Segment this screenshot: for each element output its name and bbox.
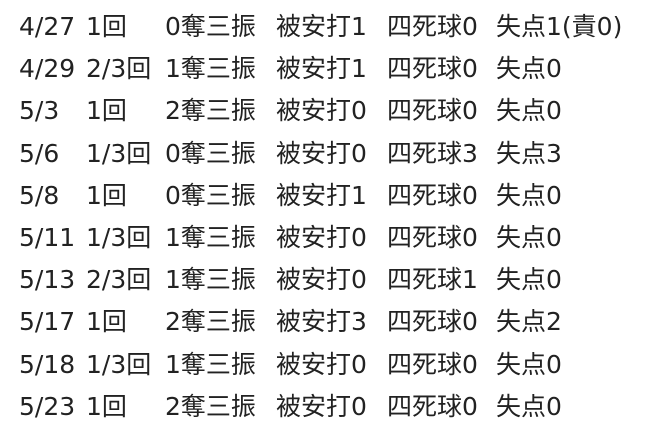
runs-allowed: 失点0 [496,222,562,252]
hits-allowed: 被安打0 [276,222,367,252]
game-date: 5/17 [19,307,76,337]
strikeouts: 1奪三振 [165,265,256,295]
hits-allowed: 被安打1 [276,12,367,41]
runs-allowed: 失点3 [496,138,562,168]
game-date: 4/29 [19,54,76,84]
innings-pitched: 1回 [86,12,127,41]
log-row: 4/29 2/3回 1奪三振 被安打1 四死球0 失点0 [0,48,650,90]
log-row: 5/18 1/3回 1奪三振 被安打0 四死球0 失点0 [0,344,650,386]
innings-pitched: 1/3回 [86,349,152,379]
walks-hbp: 四死球0 [387,96,478,126]
innings-pitched: 1/3回 [86,222,152,252]
runs-allowed: 失点0 [496,96,562,126]
game-date: 5/13 [19,265,76,295]
runs-allowed: 失点0 [496,349,562,379]
walks-hbp: 四死球0 [387,180,478,210]
hits-allowed: 被安打3 [276,307,367,337]
log-row: 5/8 1回 0奪三振 被安打1 四死球0 失点0 [0,175,650,217]
game-date: 5/8 [19,180,60,210]
game-date: 5/23 [19,391,76,421]
innings-pitched: 2/3回 [86,265,152,295]
game-date: 5/18 [19,349,76,379]
log-row: 5/23 1回 2奪三振 被安打0 四死球0 失点0 [0,386,650,428]
hits-allowed: 被安打0 [276,391,367,421]
log-row: 5/6 1/3回 0奪三振 被安打0 四死球3 失点3 [0,133,650,175]
runs-allowed: 失点0 [496,180,562,210]
strikeouts: 2奪三振 [165,96,256,126]
log-row: 4/27 1回 0奪三振 被安打1 四死球0 失点1(責0) [0,6,650,48]
game-date: 5/11 [19,222,76,252]
walks-hbp: 四死球0 [387,349,478,379]
runs-allowed: 失点0 [496,54,562,84]
innings-pitched: 1回 [86,96,127,126]
walks-hbp: 四死球0 [387,391,478,421]
walks-hbp: 四死球3 [387,138,478,168]
hits-allowed: 被安打0 [276,349,367,379]
innings-pitched: 1回 [86,307,127,337]
log-row: 5/17 1回 2奪三振 被安打3 四死球0 失点2 [0,301,650,343]
innings-pitched: 1回 [86,180,127,210]
log-row: 5/11 1/3回 1奪三振 被安打0 四死球0 失点0 [0,217,650,259]
strikeouts: 0奪三振 [165,180,256,210]
innings-pitched: 2/3回 [86,54,152,84]
strikeouts: 2奪三振 [165,307,256,337]
hits-allowed: 被安打0 [276,138,367,168]
walks-hbp: 四死球0 [387,54,478,84]
strikeouts: 0奪三振 [165,12,256,41]
game-date: 5/6 [19,138,60,168]
walks-hbp: 四死球1 [387,265,478,295]
runs-allowed: 失点0 [496,265,562,295]
runs-allowed: 失点2 [496,307,562,337]
strikeouts: 1奪三振 [165,222,256,252]
strikeouts: 2奪三振 [165,391,256,421]
walks-hbp: 四死球0 [387,307,478,337]
log-row: 5/13 2/3回 1奪三振 被安打0 四死球1 失点0 [0,259,650,301]
hits-allowed: 被安打1 [276,54,367,84]
log-row: 5/3 1回 2奪三振 被安打0 四死球0 失点0 [0,90,650,132]
walks-hbp: 四死球0 [387,12,478,41]
innings-pitched: 1回 [86,391,127,421]
hits-allowed: 被安打0 [276,96,367,126]
hits-allowed: 被安打0 [276,265,367,295]
strikeouts: 1奪三振 [165,349,256,379]
innings-pitched: 1/3回 [86,138,152,168]
strikeouts: 1奪三振 [165,54,256,84]
walks-hbp: 四死球0 [387,222,478,252]
game-date: 5/3 [19,96,60,126]
runs-allowed: 失点1(責0) [496,12,623,41]
game-date: 4/27 [19,12,76,41]
strikeouts: 0奪三振 [165,138,256,168]
runs-allowed: 失点0 [496,391,562,421]
hits-allowed: 被安打1 [276,180,367,210]
